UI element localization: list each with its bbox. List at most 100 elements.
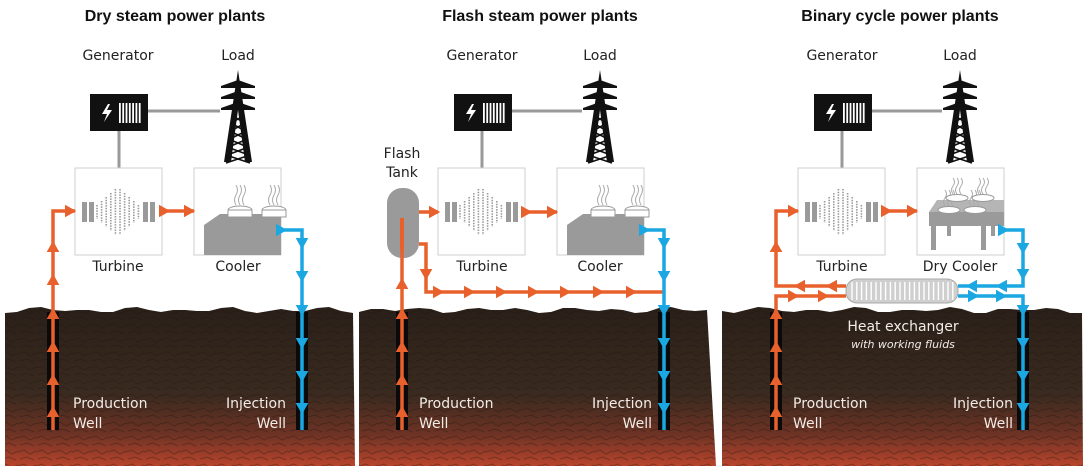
turbine-plate xyxy=(445,202,450,222)
flow-arrow-icon xyxy=(46,405,60,417)
flow-arrow-icon xyxy=(657,371,671,383)
generator xyxy=(90,94,148,131)
flow-arrow-icon xyxy=(1016,269,1030,281)
turbine-plate xyxy=(866,202,871,222)
tower-lattice xyxy=(948,146,972,156)
lightning-bolt-icon xyxy=(102,104,112,122)
steam-icon xyxy=(985,177,989,195)
injection-well-label: Well xyxy=(623,416,652,432)
steam-icon xyxy=(955,177,959,195)
flow-arrow-icon xyxy=(419,269,433,281)
generator-coil xyxy=(492,103,495,123)
flow-arrow-icon xyxy=(998,223,1010,237)
cooler-label: Dry Cooler xyxy=(923,259,998,275)
flow-arrow-icon xyxy=(657,271,671,283)
cooler-leg xyxy=(931,226,936,250)
flow-arrow-icon xyxy=(769,240,783,252)
injection-well-label: Injection xyxy=(592,396,652,412)
injection-pipe xyxy=(644,228,666,430)
ground-texture xyxy=(5,307,355,466)
generator-coil xyxy=(486,103,489,123)
generator-label: Generator xyxy=(806,48,877,64)
production-well-label: Well xyxy=(419,416,448,432)
ground-texture xyxy=(722,307,1083,466)
fan-body xyxy=(227,209,253,218)
tower-lattice xyxy=(947,154,973,164)
geofluid-return xyxy=(958,294,1025,430)
fan-top xyxy=(963,206,987,214)
load-label: Load xyxy=(221,48,255,64)
fan-top xyxy=(937,206,961,214)
flow-arrow-icon xyxy=(907,204,919,218)
flow-arrow-icon xyxy=(995,279,1007,293)
flow-arrow-icon xyxy=(496,285,508,299)
cooler-leg xyxy=(947,226,951,236)
panel-title: Flash steam power plants xyxy=(442,8,638,25)
flow-arrow-icon xyxy=(547,205,559,219)
flow-arrow-icon xyxy=(295,271,309,283)
cooling-tower-icon xyxy=(567,214,644,255)
tower-arm xyxy=(221,102,255,110)
steam-icon xyxy=(981,177,985,195)
flow-arrow-icon xyxy=(1016,403,1030,415)
turbine-label: Turbine xyxy=(91,259,143,275)
tower-lattice xyxy=(225,154,251,164)
ground-texture xyxy=(359,307,716,466)
tower-lattice xyxy=(591,130,609,140)
flow-arrow-icon xyxy=(295,305,309,317)
tower-arm xyxy=(943,80,977,88)
steam-icon xyxy=(242,184,246,206)
flow-arrow-icon xyxy=(1016,338,1030,350)
brine-pipe xyxy=(419,242,664,294)
steam-icon xyxy=(272,184,276,206)
ground xyxy=(5,307,355,466)
flow-arrow-icon xyxy=(46,340,60,352)
tower-lattice xyxy=(951,130,969,140)
cooler-leg xyxy=(991,226,995,236)
tower-lattice xyxy=(592,122,608,132)
generator-coil xyxy=(852,103,855,123)
tower-arm xyxy=(583,102,617,110)
flow-arrow-icon xyxy=(965,279,977,293)
flow-arrow-icon xyxy=(788,204,800,218)
tower-lattice xyxy=(950,138,970,148)
transmission-tower-icon xyxy=(221,70,255,164)
tower-lattice xyxy=(229,130,247,140)
flow-arrow-icon xyxy=(528,285,540,299)
generator xyxy=(814,94,872,131)
flow-arrow-icon xyxy=(395,277,409,289)
turbine-plate xyxy=(873,202,878,222)
steam-icon xyxy=(951,177,955,195)
flow-arrow-icon xyxy=(433,285,445,299)
lightning-bolt-icon xyxy=(826,104,836,122)
transmission-tower-icon xyxy=(943,70,977,164)
working-fluid-return xyxy=(958,228,1025,288)
tower-arm xyxy=(943,102,977,110)
generator-coil xyxy=(846,103,849,123)
flow-arrow-icon xyxy=(639,223,651,237)
generator xyxy=(454,94,512,131)
flow-arrow-icon xyxy=(968,289,980,303)
flow-arrow-icon xyxy=(395,340,409,352)
tower-lattice xyxy=(230,122,246,132)
panel-title: Binary cycle power plants xyxy=(801,8,999,25)
flash-tank-label: Flash xyxy=(384,146,421,162)
flow-arrow-icon xyxy=(65,204,77,218)
tower-lattice xyxy=(228,138,248,148)
flow-arrow-icon xyxy=(1016,371,1030,383)
injection-well-label: Well xyxy=(984,416,1013,432)
turbine-box xyxy=(74,167,163,256)
fan-body xyxy=(590,209,616,218)
flow-arrow-icon xyxy=(295,403,309,415)
fan-body xyxy=(624,209,650,218)
generator-coil xyxy=(502,103,505,123)
dry-cooler xyxy=(916,167,1005,256)
generator-coil xyxy=(119,103,121,123)
ground xyxy=(722,307,1083,466)
generator-coil xyxy=(125,103,128,123)
turbine-plate xyxy=(506,202,511,222)
flow-arrow-icon xyxy=(626,285,638,299)
heat-exchanger-label: Heat exchanger xyxy=(847,319,959,335)
cooler xyxy=(193,167,287,256)
flow-arrow-icon xyxy=(996,289,1008,303)
